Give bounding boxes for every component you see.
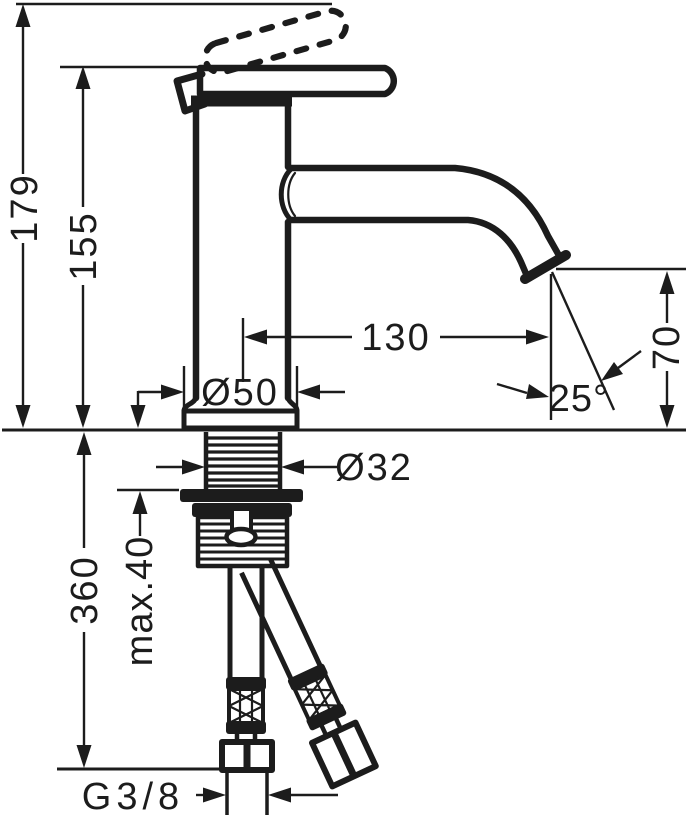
- dimension-spout-reach: 130: [241, 274, 553, 420]
- dim-hose-length-label: 360: [64, 555, 106, 624]
- arrow-up-icon: [132, 491, 148, 514]
- arrow-up-icon: [15, 4, 31, 27]
- supply-hose-left: [219, 566, 275, 815]
- dimensions: 179 155 360 max.40: [4, 2, 688, 818]
- hose-braid-pattern: [228, 688, 264, 724]
- arrow-right-icon: [203, 787, 226, 803]
- spout-joint-arc: [278, 166, 294, 223]
- faucet-handle-raised-dashed: [202, 7, 349, 76]
- arrow-left-icon: [281, 459, 304, 475]
- arrow-down-icon: [76, 745, 92, 768]
- arrow-up-icon: [76, 432, 92, 455]
- dim-supply-connection-label: G3/8: [82, 776, 184, 818]
- arrow-right-icon: [526, 329, 549, 345]
- dimension-outlet-angle: 25°: [496, 271, 642, 420]
- arrow-down-icon: [130, 405, 146, 428]
- dimension-supply-connection: G3/8: [82, 776, 338, 818]
- arrow-left-icon: [268, 787, 291, 803]
- mounting-hardware: [180, 432, 379, 815]
- dimension-outlet-height: 70: [556, 267, 688, 428]
- angle-reference-line: [550, 271, 616, 411]
- arrow-up-icon: [659, 271, 675, 294]
- arrow-left-icon: [244, 329, 267, 345]
- dim-max-thickness-label: max.40: [119, 536, 161, 667]
- faucet-body-column: [192, 100, 297, 402]
- reference-lines: [2, 428, 686, 771]
- arrow-right-icon: [182, 459, 205, 475]
- nut-drain-hole: [224, 526, 258, 548]
- dimension-total-height: 179: [4, 2, 332, 428]
- spout-outlet-face: [520, 250, 571, 284]
- dim-base-diameter-label: Ø50: [201, 372, 279, 414]
- dim-body-height-label: 155: [63, 211, 105, 280]
- dim-outlet-height-label: 70: [646, 324, 688, 370]
- hose-hex-connector: [309, 719, 379, 790]
- mounting-nut: [192, 503, 292, 569]
- leader-line: [136, 390, 162, 406]
- arrow-right-icon: [526, 384, 549, 399]
- dim-total-height-label: 179: [4, 173, 46, 242]
- mounting-washer: [180, 489, 303, 502]
- supply-hose-right: [239, 558, 379, 790]
- arrow-right-icon: [161, 384, 184, 400]
- hose-braid-pattern: [294, 674, 340, 721]
- arrow-down-icon: [659, 405, 675, 428]
- dimension-base-diameter: Ø50: [161, 366, 345, 414]
- arrow-left-icon: [297, 384, 320, 400]
- dimension-max-mounting-thickness: max.40: [117, 390, 179, 667]
- dimension-shank-diameter: Ø32: [156, 447, 413, 489]
- dimension-hose-length: 360: [64, 432, 106, 768]
- threaded-shank: [203, 432, 283, 489]
- extension-line: [182, 366, 299, 408]
- base-flange: [181, 393, 300, 431]
- faucet-product: [173, 7, 571, 431]
- dim-spout-reach-label: 130: [361, 317, 430, 359]
- arrow-up-icon: [75, 66, 91, 89]
- dim-outlet-angle-label: 25°: [549, 378, 609, 420]
- dim-shank-diameter-label: Ø32: [335, 447, 413, 489]
- faucet-spout: [286, 164, 571, 284]
- arrow-down-icon: [15, 405, 31, 428]
- arrow-left-icon: [601, 362, 623, 381]
- connector-thread-below-deck: [225, 770, 269, 815]
- spout-joint-arc-inner: [287, 171, 297, 218]
- arrow-down-icon: [75, 405, 91, 428]
- dimension-body-height: 155: [60, 65, 212, 428]
